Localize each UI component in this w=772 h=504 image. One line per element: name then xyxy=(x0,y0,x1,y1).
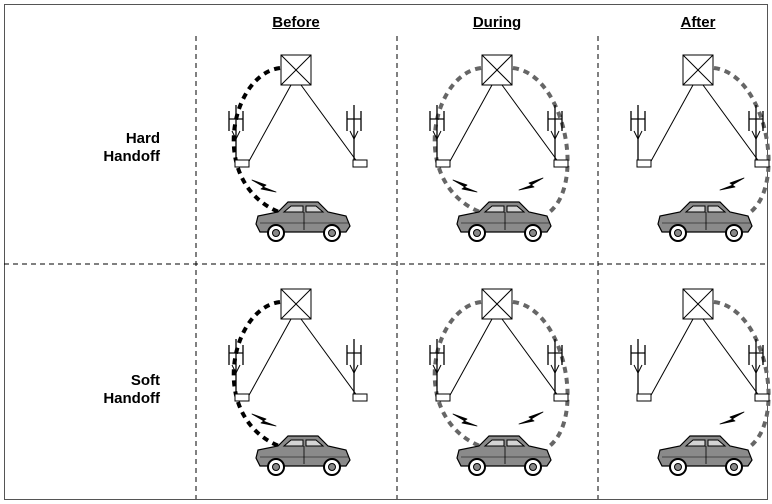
panel-soft-before xyxy=(228,288,368,476)
radio-signal-right-icon xyxy=(719,177,745,191)
backhaul-link-right xyxy=(300,84,359,164)
backhaul-link-right xyxy=(702,318,761,398)
row-label-soft-line1: Soft xyxy=(130,372,160,389)
radio-signal-left-icon xyxy=(452,179,478,193)
car-icon xyxy=(657,435,753,476)
backhaul-link-left xyxy=(649,84,694,164)
row-label-hard-line1: Hard xyxy=(125,130,160,147)
cell-tower-right-icon xyxy=(547,105,569,168)
row-label-hard-handoff: Hard Handoff xyxy=(40,130,160,166)
panel-soft-during xyxy=(429,288,570,476)
cell-tower-right-icon xyxy=(547,339,569,402)
row-label-hard-line2: Handoff xyxy=(103,148,160,165)
car-icon xyxy=(255,435,351,476)
column-header-after: After xyxy=(680,14,716,31)
panel-hard-before xyxy=(228,54,368,242)
panels xyxy=(228,54,771,476)
dashed-link-right xyxy=(512,66,570,216)
cell-tower-left-icon xyxy=(228,105,250,168)
switch-icon xyxy=(280,288,312,320)
dashed-link-right xyxy=(713,300,771,450)
radio-signal-right-icon xyxy=(518,411,544,425)
switch-icon xyxy=(682,54,714,86)
car-icon xyxy=(255,201,351,242)
dashed-link-left xyxy=(432,66,486,216)
cell-tower-right-icon xyxy=(346,105,368,168)
cell-tower-right-icon xyxy=(748,105,770,168)
cell-tower-right-icon xyxy=(346,339,368,402)
radio-signal-right-icon xyxy=(719,411,745,425)
switch-icon xyxy=(481,54,513,86)
cell-tower-left-icon xyxy=(429,105,451,168)
radio-signal-left-icon xyxy=(251,413,277,427)
backhaul-link-right xyxy=(702,84,761,164)
radio-signal-left-icon xyxy=(251,179,277,193)
panel-soft-after xyxy=(630,288,771,476)
radio-signal-left-icon xyxy=(452,413,478,427)
backhaul-link-right xyxy=(501,318,560,398)
cell-tower-left-icon xyxy=(429,339,451,402)
switch-icon xyxy=(280,54,312,86)
backhaul-link-right xyxy=(300,318,359,398)
car-icon xyxy=(456,201,552,242)
switch-icon xyxy=(481,288,513,320)
row-label-soft-line2: Handoff xyxy=(103,390,160,407)
cell-tower-left-icon xyxy=(630,339,652,402)
dashed-link-left xyxy=(231,300,285,450)
dashed-link-right xyxy=(713,66,771,216)
cell-tower-left-icon xyxy=(630,105,652,168)
backhaul-link-left xyxy=(247,318,292,398)
backhaul-link-left xyxy=(448,84,493,164)
radio-signal-right-icon xyxy=(518,177,544,191)
backhaul-link-left xyxy=(247,84,292,164)
car-icon xyxy=(456,435,552,476)
backhaul-link-right xyxy=(501,84,560,164)
outer-border xyxy=(4,4,768,500)
backhaul-link-left xyxy=(649,318,694,398)
cell-tower-left-icon xyxy=(228,339,250,402)
row-label-soft-handoff: Soft Handoff xyxy=(40,372,160,408)
car-icon xyxy=(657,201,753,242)
backhaul-link-left xyxy=(448,318,493,398)
dashed-link-left xyxy=(432,300,486,450)
panel-hard-during xyxy=(429,54,570,242)
panel-hard-after xyxy=(630,54,771,242)
column-header-during: During xyxy=(472,14,522,31)
switch-icon xyxy=(682,288,714,320)
dashed-link-right xyxy=(512,300,570,450)
column-header-before: Before xyxy=(272,14,320,31)
cell-tower-right-icon xyxy=(748,339,770,402)
dashed-link-left xyxy=(231,66,285,216)
